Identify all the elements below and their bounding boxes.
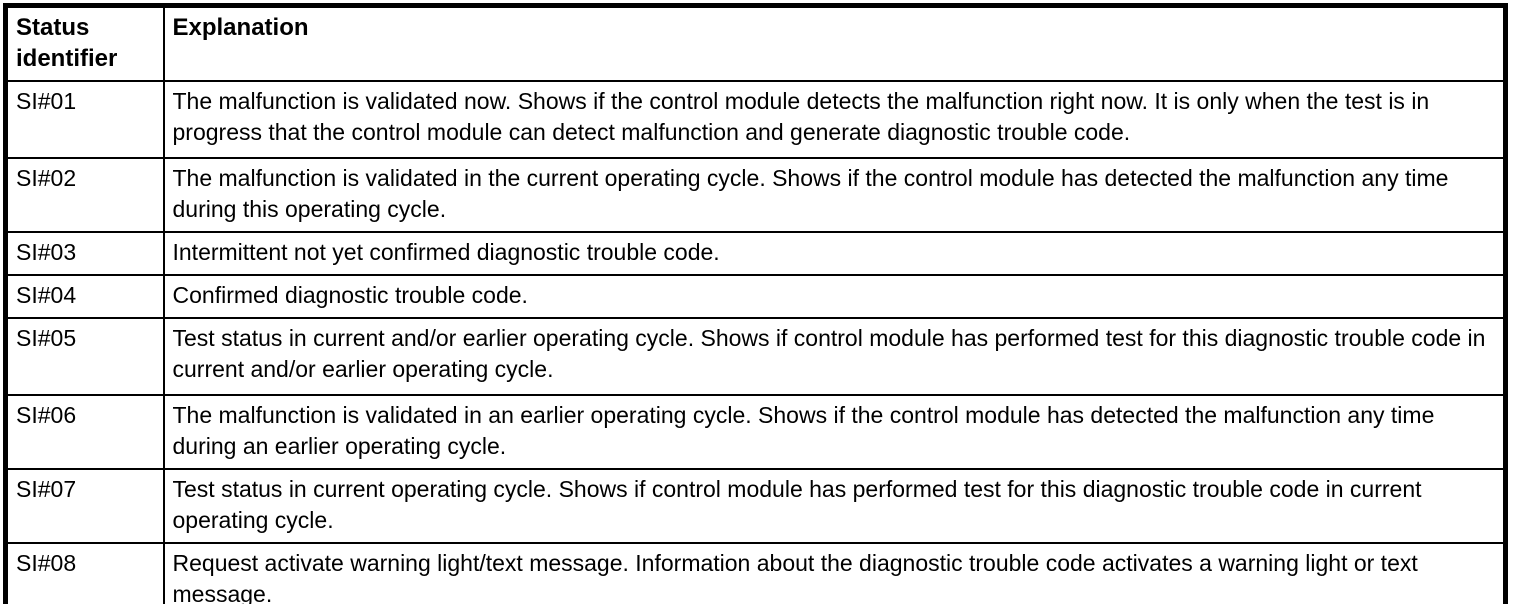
explanation-cell: Test status in current operating cycle. …: [162, 468, 1507, 544]
explanation-cell: The malfunction is validated in the curr…: [162, 157, 1507, 233]
status-identifier-cell: SI#02: [4, 157, 165, 233]
table-row: SI#05 Test status in current and/or earl…: [4, 317, 1507, 396]
explanation-cell: Intermittent not yet confirmed diagnosti…: [162, 231, 1507, 276]
explanation-cell: The malfunction is validated in an earli…: [162, 394, 1507, 470]
status-identifier-cell: SI#03: [4, 231, 165, 276]
status-identifier-cell: SI#06: [4, 394, 165, 470]
table-row: SI#04 Confirmed diagnostic trouble code.: [4, 274, 1507, 319]
table-row: SI#08 Request activate warning light/tex…: [4, 542, 1507, 604]
status-identifier-cell: SI#01: [4, 80, 165, 159]
explanation-cell: Test status in current and/or earlier op…: [162, 317, 1507, 396]
table-body: SI#01 The malfunction is validated now. …: [4, 80, 1507, 604]
table-row: SI#01 The malfunction is validated now. …: [4, 80, 1507, 159]
status-identifier-cell: SI#08: [4, 542, 165, 604]
table-row: SI#06 The malfunction is validated in an…: [4, 394, 1507, 470]
explanation-cell: Request activate warning light/text mess…: [162, 542, 1507, 604]
table-row: SI#07 Test status in current operating c…: [4, 468, 1507, 544]
header-row: Status identifier Explanation: [4, 4, 1507, 82]
table-header: Status identifier Explanation: [4, 4, 1507, 82]
table-row: SI#02 The malfunction is validated in th…: [4, 157, 1507, 233]
status-identifier-table: Status identifier Explanation SI#01 The …: [3, 3, 1508, 604]
status-identifier-column-header: Status identifier: [4, 4, 165, 82]
explanation-column-header: Explanation: [162, 4, 1507, 82]
status-identifier-cell: SI#05: [4, 317, 165, 396]
status-identifier-cell: SI#04: [4, 274, 165, 319]
explanation-cell: Confirmed diagnostic trouble code.: [162, 274, 1507, 319]
status-identifier-cell: SI#07: [4, 468, 165, 544]
table-row: SI#03 Intermittent not yet confirmed dia…: [4, 231, 1507, 276]
explanation-cell: The malfunction is validated now. Shows …: [162, 80, 1507, 159]
